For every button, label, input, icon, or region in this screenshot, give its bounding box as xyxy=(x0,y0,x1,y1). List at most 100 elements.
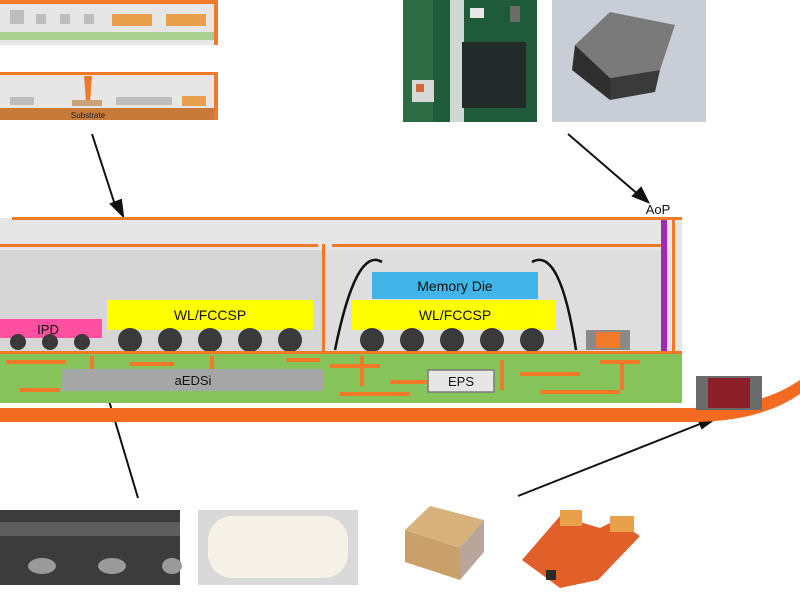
substrate-routing xyxy=(6,356,640,396)
arrow-photo-to-aop xyxy=(567,133,641,197)
aop-label: AoP xyxy=(646,202,671,217)
inset-1-component xyxy=(84,14,94,24)
solder-bump xyxy=(198,328,222,352)
memory-die xyxy=(372,272,538,299)
arrow-head xyxy=(109,198,125,219)
via xyxy=(210,356,214,372)
eps-component xyxy=(427,369,495,393)
inset-1-side-frame xyxy=(214,0,218,45)
ipd-bumps xyxy=(10,334,90,350)
xray-background xyxy=(0,510,180,585)
trace xyxy=(520,372,580,376)
solder-bump xyxy=(238,328,262,352)
pcb-component xyxy=(470,8,484,18)
via xyxy=(620,360,624,390)
flex-circuit-connector xyxy=(560,510,582,526)
main-package-cross-section: AoP IPD WL/FCCSP Memory Die WL/FCCSP xyxy=(0,202,800,422)
cube-top-face xyxy=(575,12,675,78)
aedsi-bridge xyxy=(62,369,324,391)
flex-circuit-connector xyxy=(610,516,634,532)
substrate-top-metal xyxy=(0,351,682,354)
inset-1-component xyxy=(60,14,70,24)
inset-1-chip xyxy=(166,14,206,26)
inset-1-substrate xyxy=(0,32,218,40)
flex-component-body xyxy=(708,378,750,408)
left-compartment-top-line xyxy=(0,244,318,247)
pcb-shield-strip xyxy=(450,0,464,122)
shield-top-line xyxy=(12,217,682,220)
wl-fccsp-right-label: WL/FCCSP xyxy=(419,307,491,323)
solder-bump xyxy=(10,334,26,350)
ipd-label: IPD xyxy=(37,322,59,337)
solder-bump xyxy=(440,328,464,352)
ipd-chip xyxy=(0,319,102,338)
inset-2-pad xyxy=(72,100,102,106)
pad-shape xyxy=(208,516,348,578)
pcb-component xyxy=(416,84,424,92)
via xyxy=(360,356,364,386)
inset-1-top-frame xyxy=(0,0,218,4)
pcb-processor-chip xyxy=(462,42,526,108)
cube-left-face xyxy=(572,45,610,100)
xray-bump xyxy=(162,558,182,574)
capacitor-top xyxy=(405,506,484,548)
inset-1-chip xyxy=(112,14,152,26)
trace xyxy=(286,358,320,362)
xray-bump xyxy=(28,558,56,574)
solder-bump xyxy=(480,328,504,352)
solder-bump xyxy=(400,328,424,352)
eps-label: EPS xyxy=(448,374,474,389)
inset-1-component xyxy=(36,14,46,24)
pcb-edge xyxy=(403,0,433,122)
trace xyxy=(540,390,620,394)
memory-die-label: Memory Die xyxy=(417,278,493,294)
inset-2-substrate-layer xyxy=(0,108,218,120)
photo-mlcc-capacitor xyxy=(405,506,484,580)
wl-fccsp-left-label: WL/FCCSP xyxy=(174,307,246,323)
capacitor-front xyxy=(405,530,460,580)
flex-cable xyxy=(0,380,800,422)
trace xyxy=(6,360,66,364)
solder-bump xyxy=(42,334,58,350)
solder-bump xyxy=(74,334,90,350)
solder-bump xyxy=(118,328,142,352)
photo-pcb-module xyxy=(403,0,537,122)
wire-bond-right xyxy=(531,258,578,351)
photo-white-pad xyxy=(198,510,358,585)
aedsi-label: aEDSi xyxy=(175,373,212,388)
xray-bump xyxy=(98,558,126,574)
solder-bump xyxy=(520,328,544,352)
substrate-label: Substrate xyxy=(71,111,106,120)
solder-bump xyxy=(158,328,182,352)
via xyxy=(500,360,504,390)
right-compartment-top-line xyxy=(332,244,667,247)
wl-fccsp-left-chip xyxy=(107,300,313,330)
capacitor-end-cap xyxy=(460,520,484,580)
inset-2-chip xyxy=(182,96,206,106)
arrow-inset-to-mold xyxy=(91,133,117,209)
inset-1-component xyxy=(10,10,24,24)
solder-bump xyxy=(360,328,384,352)
shield-side-wall xyxy=(672,220,675,352)
inset-top-left-cross-sections: Substrate xyxy=(0,0,218,120)
via xyxy=(90,356,94,370)
photo-flex-circuit xyxy=(522,510,640,588)
inset-2-component xyxy=(10,97,34,105)
arrow-head xyxy=(631,186,651,204)
xray-layer xyxy=(0,522,180,536)
aop-antenna-element xyxy=(661,220,667,352)
trace xyxy=(330,364,380,368)
flex-circuit-component xyxy=(546,570,556,580)
trace xyxy=(130,362,174,366)
inset-2-component xyxy=(116,97,172,105)
wire-bond-left xyxy=(333,258,383,351)
wl-fccsp-right-chip xyxy=(352,300,555,330)
pcb-component xyxy=(510,6,520,22)
passive-component-body xyxy=(596,332,620,348)
wl-fccsp-right-bumps xyxy=(360,328,544,352)
arrow-component-photo-to-flex xyxy=(517,421,706,497)
inset-2-via xyxy=(84,76,92,102)
cube-front-face xyxy=(610,70,660,100)
photo-package-cube xyxy=(552,0,706,122)
